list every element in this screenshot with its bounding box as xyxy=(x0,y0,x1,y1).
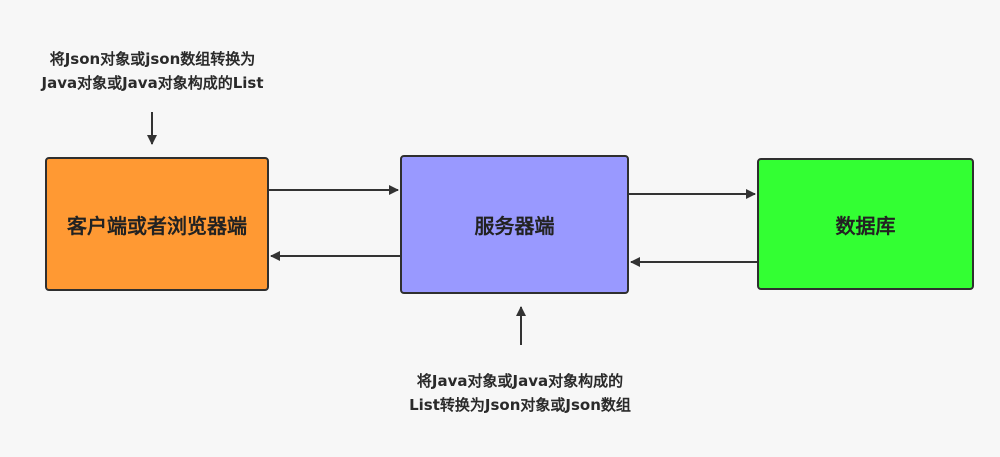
server-label: 服务器端 xyxy=(474,214,555,238)
server-node: 服务器端 xyxy=(400,155,629,294)
client-browser-label: 客户端或者浏览器端 xyxy=(67,213,247,238)
client-browser-node: 客户端或者浏览器端 xyxy=(45,157,269,291)
annotation-bottom-line2: List转换为Json对象或Json数组 xyxy=(409,396,631,414)
database-label: 数据库 xyxy=(835,213,896,238)
annotation-top-line2: Java对象或Java对象构成的List xyxy=(41,74,264,92)
annotation-top-line1: 将Json对象或json数组转换为 xyxy=(49,50,256,68)
database-node: 数据库 xyxy=(757,158,974,290)
annotation-bottom-line1: 将Java对象或Java对象构成的 xyxy=(416,372,624,390)
annotation-bottom: 将Java对象或Java对象构成的 List转换为Json对象或Json数组 xyxy=(395,369,645,417)
annotation-top: 将Json对象或json数组转换为 Java对象或Java对象构成的List xyxy=(30,47,275,95)
